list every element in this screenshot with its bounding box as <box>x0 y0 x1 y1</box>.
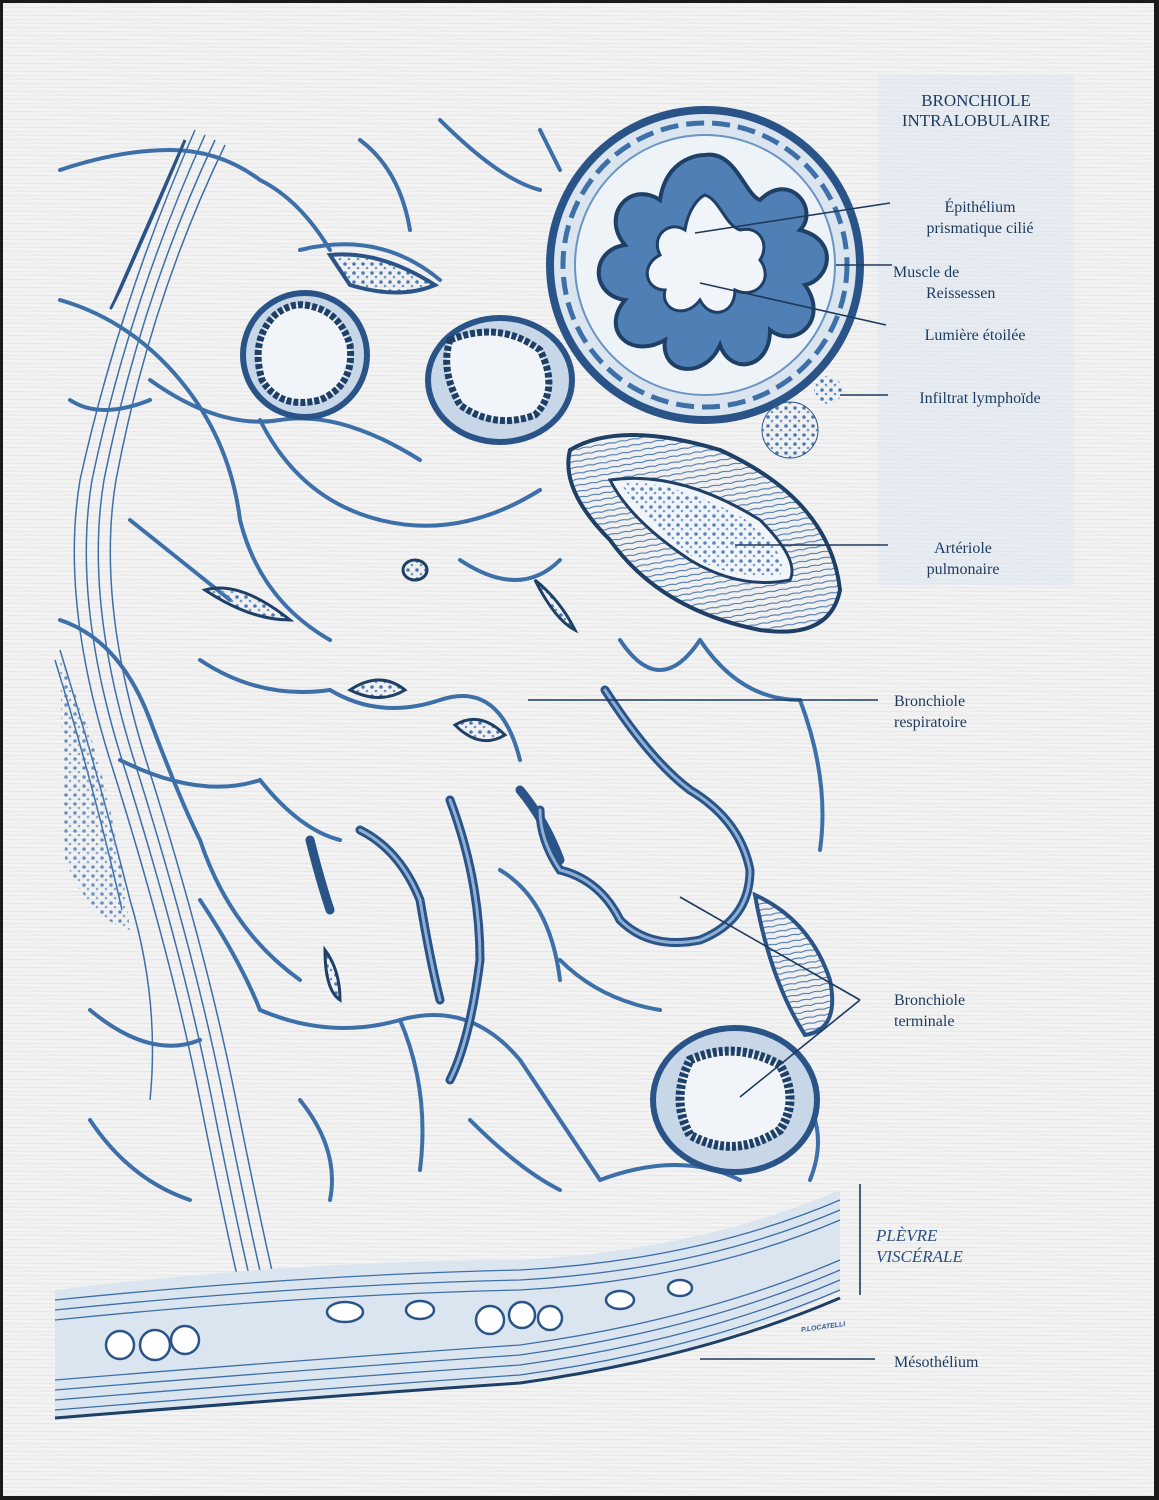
label-text: PLÈVRE <box>876 1226 938 1245</box>
connective-band <box>54 129 287 1331</box>
label-text: Mésothélium <box>894 1354 979 1371</box>
label-mesothelium: Mésothélium <box>894 1352 1014 1373</box>
label-text: Reissessen <box>926 285 996 302</box>
label-arteriole: Artériole pulmonaire <box>903 538 1023 580</box>
label-text: respiratoire <box>894 714 967 731</box>
label-text: terminale <box>894 1013 955 1030</box>
intralobular-bronchiole <box>546 106 864 424</box>
lymphoid-infiltrate <box>761 401 819 459</box>
label-lumiere: Lumière étoilée <box>891 325 1059 346</box>
label-bronchiole-respiratoire: Bronchiole respiratoire <box>894 691 1014 733</box>
label-text: Infiltrat lymphoïde <box>919 390 1041 407</box>
illustration-frame: BRONCHIOLE INTRALOBULAIRE Épithélium pri… <box>3 3 1154 1496</box>
label-text: Bronchiole <box>894 992 966 1009</box>
label-text: Bronchiole <box>894 693 966 710</box>
label-text: Muscle de <box>893 264 960 281</box>
title-line-2: INTRALOBULAIRE <box>901 111 1051 130</box>
bronchiole-small-1 <box>240 290 370 420</box>
label-panel <box>878 75 1074 585</box>
terminal-bronchiole <box>650 891 835 1175</box>
label-text: Épithélium <box>944 199 1016 216</box>
vessel-left <box>109 139 187 310</box>
label-plevre-viscerale: PLÈVRE VISCÉRALE <box>876 1225 963 1267</box>
label-muscle: Muscle de Reissessen <box>893 262 1033 304</box>
pulmonary-arteriole <box>566 433 843 634</box>
vascular-cluster-left <box>60 660 130 930</box>
histology-drawing <box>54 106 892 1420</box>
label-infiltrat: Infiltrat lymphoïde <box>891 388 1069 409</box>
title-line-1: BRONCHIOLE <box>921 91 1031 110</box>
label-text: prismatique cilié <box>926 220 1034 237</box>
small-vessels <box>201 558 579 1003</box>
label-text: Lumière étoilée <box>924 327 1026 344</box>
label-text: VISCÉRALE <box>876 1247 963 1266</box>
alveolar-septa <box>58 118 825 1202</box>
label-text: Artériole <box>934 540 992 557</box>
leader-lines <box>528 202 892 1360</box>
visceral-pleura <box>54 1190 841 1420</box>
label-bronchiole-terminale: Bronchiole terminale <box>894 990 1014 1032</box>
respiratory-bronchiole-lumen <box>358 688 752 1082</box>
label-epithelium: Épithélium prismatique cilié <box>900 197 1060 239</box>
bronchiole-small-2 <box>425 315 575 445</box>
diagram-title: BRONCHIOLE INTRALOBULAIRE <box>883 91 1069 131</box>
label-text: pulmonaire <box>926 561 1000 578</box>
vessel-top <box>326 252 440 295</box>
respiratory-bronchiole <box>305 685 755 1085</box>
